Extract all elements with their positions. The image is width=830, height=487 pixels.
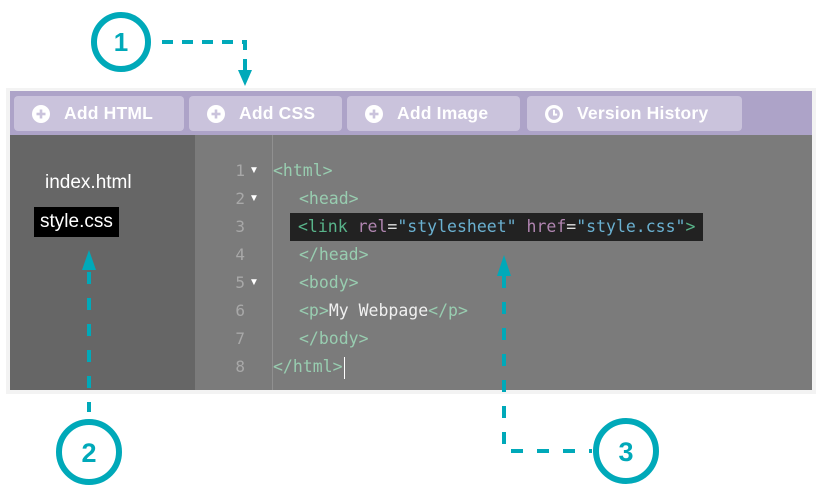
body-open-tag: <body> [299,273,359,292]
callout-2-number: 2 [81,438,96,468]
code-line-7: </body> [299,325,369,353]
code-editor: index.html style.css 1 ▼ 2 ▼ 3 4 5 ▼ 6 7… [10,135,812,390]
code-line-4: </head> [299,241,369,269]
href-attribute: href [526,217,567,236]
line-number: 7 [235,329,245,348]
callout-1-number: 1 [114,27,128,57]
plus-circle-icon [32,104,50,123]
file-style-css[interactable]: style.css [34,207,119,237]
code-line-3-highlighted: <link rel="stylesheet" href="style.css"> [290,213,704,241]
toolbar: Add HTML Add CSS Add Image Version Histo… [10,91,812,135]
equals-sign: = [566,217,577,236]
p-close-tag: </p> [428,301,468,320]
fold-arrow-icon[interactable]: ▼ [249,193,259,204]
text-cursor [343,356,345,379]
link-tag-open: <link [298,217,348,236]
rel-attribute: rel [357,217,388,236]
code-area[interactable]: <html> <head> <link rel="stylesheet" hre… [273,135,812,390]
line-number: 4 [235,245,245,264]
html-open-tag: <html> [273,161,333,180]
code-line-1: <html> [273,157,333,185]
version-history-button[interactable]: Version History [527,96,742,131]
href-value: "style.css" [576,217,686,236]
callout-3-number: 3 [618,437,633,467]
arrow-down-icon [238,70,252,86]
body-close-tag: </body> [299,329,369,348]
head-open-tag: <head> [299,189,359,208]
fold-arrow-icon[interactable]: ▼ [249,165,259,176]
add-css-label: Add CSS [239,103,316,123]
add-css-button[interactable]: Add CSS [189,96,342,131]
paragraph-text: My Webpage [328,301,429,320]
html-close-tag: </html> [273,357,343,376]
plus-circle-icon [207,104,225,123]
version-history-label: Version History [577,103,709,123]
p-open-tag: <p> [299,301,329,320]
line-number-gutter: 1 ▼ 2 ▼ 3 4 5 ▼ 6 7 8 [195,135,273,390]
add-image-label: Add Image [397,103,489,123]
callout-1: 1 [91,12,252,86]
line-number: 1 [235,161,245,180]
line-number: 8 [235,357,245,376]
add-html-label: Add HTML [64,103,154,123]
code-line-5: <body> [299,269,359,297]
head-close-tag: </head> [299,245,369,264]
line-number: 2 [235,189,245,208]
line-number: 6 [235,301,245,320]
code-line-2: <head> [299,185,359,213]
plus-circle-icon [365,104,383,123]
code-line-6: <p>My Webpage</p> [299,297,468,325]
fold-arrow-icon[interactable]: ▼ [249,277,259,288]
link-tag-close: > [685,217,696,236]
clock-icon [545,104,563,123]
line-number: 3 [235,217,245,236]
rel-value: "stylesheet" [397,217,517,236]
file-index-html[interactable]: index.html [45,172,132,193]
line-number: 5 [235,273,245,292]
equals-sign: = [387,217,398,236]
add-image-button[interactable]: Add Image [347,96,520,131]
code-line-8: </html> [273,353,345,381]
add-html-button[interactable]: Add HTML [14,96,184,131]
file-sidebar: index.html style.css [10,135,195,390]
